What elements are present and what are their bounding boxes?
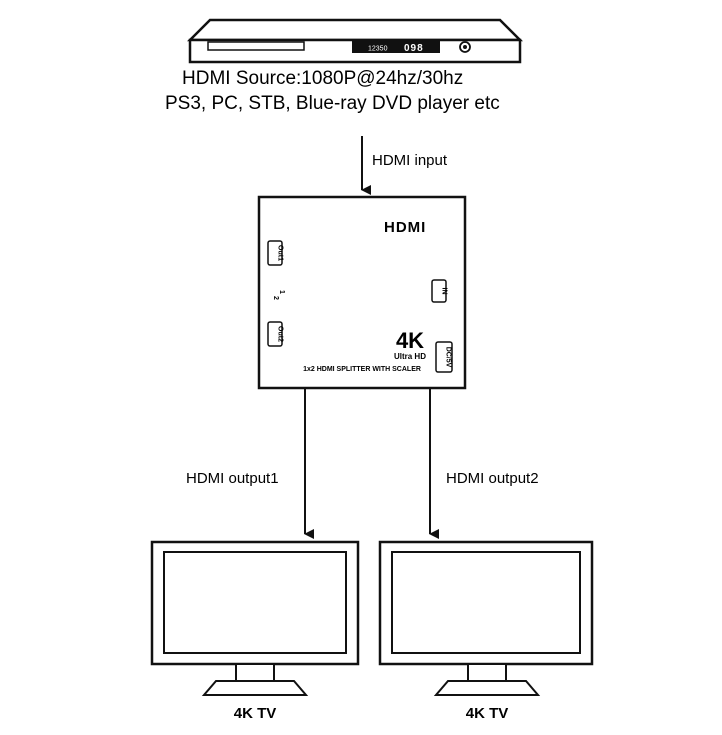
disc-tray <box>207 41 305 51</box>
hdmi-logo: HDMI <box>384 219 426 236</box>
led-1-label: 1 <box>278 290 285 294</box>
display-left-text: 12350 <box>368 46 388 53</box>
tv-1 <box>150 540 360 696</box>
port-out2-label: Out2 <box>277 326 284 342</box>
tv-1-label: 4K TV <box>234 705 277 722</box>
tv-1-neck <box>235 663 275 682</box>
player-top-face <box>186 18 524 42</box>
power-knob-center <box>463 45 467 49</box>
badge-ultra-hd: Ultra HD <box>394 352 426 361</box>
tv-1-screen <box>163 551 347 654</box>
tv-2-stand <box>433 680 541 696</box>
source-line1: HDMI Source:1080P@24hz/30hz <box>182 68 463 89</box>
display-right-text: 098 <box>404 43 424 54</box>
port-in <box>431 279 447 303</box>
player-display <box>352 41 440 53</box>
port-out2 <box>267 321 283 347</box>
splitter-box: HDMI Out1 Out2 1 2 IN DC/5V 4K Ultra HD … <box>257 195 467 390</box>
tv-2-neck <box>467 663 507 682</box>
output2-label: HDMI output2 <box>446 470 539 487</box>
tv-2 <box>378 540 594 696</box>
port-out1-label: Out1 <box>277 245 284 261</box>
badge-4k: 4K <box>396 328 424 353</box>
port-dc <box>435 341 453 373</box>
tv-2-screen <box>391 551 581 654</box>
splitter-body <box>257 195 467 390</box>
port-in-label: IN <box>441 288 448 295</box>
splitter-model: 1x2 HDMI SPLITTER WITH SCALER <box>303 366 421 373</box>
port-out1 <box>267 240 283 266</box>
source-line2: PS3, PC, STB, Blue-ray DVD player etc <box>165 93 500 114</box>
tv-2-label: 4K TV <box>466 705 509 722</box>
output1-label: HDMI output1 <box>186 470 279 487</box>
led-2-label: 2 <box>272 296 279 300</box>
source-player: 12350 098 <box>186 18 524 64</box>
port-dc-label: DC/5V <box>445 347 452 368</box>
tv-1-stand <box>201 680 309 696</box>
input-label: HDMI input <box>372 152 448 169</box>
